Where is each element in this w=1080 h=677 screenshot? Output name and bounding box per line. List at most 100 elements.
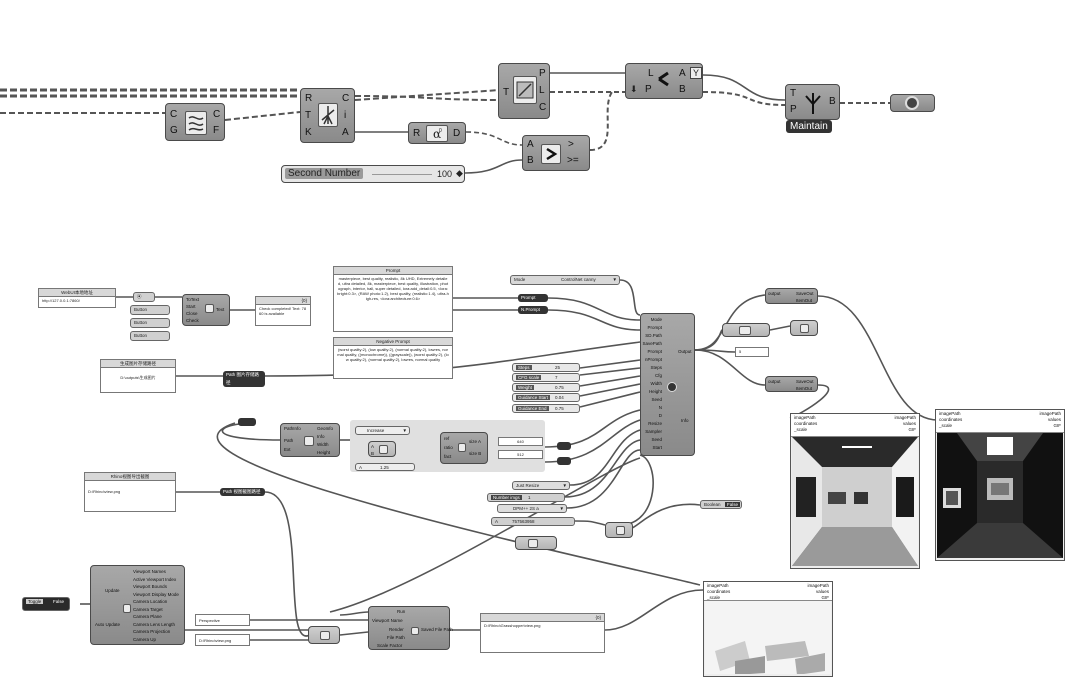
port-a[interactable]: A <box>527 139 534 150</box>
port[interactable]: ratio <box>444 445 453 450</box>
port[interactable]: Width <box>317 442 329 447</box>
port-l[interactable]: L <box>648 68 654 79</box>
port[interactable]: Close <box>186 311 198 316</box>
geometry-param[interactable] <box>890 94 935 112</box>
viewer-input-port[interactable]: imagePath <box>794 415 816 420</box>
perspective-panel[interactable]: Perspective <box>195 614 250 626</box>
port-t[interactable]: T <box>305 110 312 121</box>
input-port[interactable]: Resize <box>648 421 662 426</box>
multiply-component[interactable]: A B <box>368 441 396 457</box>
viewer-input-port[interactable]: _scale <box>939 423 953 428</box>
viewer-input-port[interactable]: _scale <box>707 595 721 600</box>
port[interactable]: Scale Factor <box>377 643 403 648</box>
output-port[interactable]: Viewport Bounds <box>133 584 167 589</box>
port-g-in[interactable]: G <box>170 125 178 136</box>
port-gte[interactable]: >= <box>567 155 579 166</box>
toggle[interactable]: Toggle False <box>22 597 70 611</box>
webui-checker-component[interactable]: ToText Start Close Check Text <box>182 294 230 326</box>
port[interactable]: output <box>768 291 781 296</box>
port[interactable]: Ext <box>284 447 291 452</box>
mode-dropdown[interactable]: Mode ControlNet canny ▼ <box>510 275 620 285</box>
port-gt[interactable]: > <box>568 139 574 150</box>
port[interactable]: Render <box>389 627 404 632</box>
input-port[interactable]: Seed <box>651 437 662 442</box>
rhino-path-param[interactable]: Path 视图截图路径 <box>220 488 265 496</box>
port-c-in[interactable]: C <box>170 109 178 120</box>
input-port[interactable]: D <box>658 413 662 418</box>
port[interactable]: ToText <box>186 297 200 302</box>
input-port[interactable]: Mode <box>650 317 662 322</box>
port-l[interactable]: L <box>539 85 545 96</box>
factor-slider[interactable]: A 1.25 <box>355 463 415 471</box>
size-component[interactable]: ref ratio fact size A size B <box>440 432 488 464</box>
port-a[interactable]: A <box>679 68 686 79</box>
port-c[interactable]: C <box>539 102 547 113</box>
seed-slider[interactable]: A 757563958 <box>491 517 575 526</box>
port[interactable]: Saved File Path <box>421 627 453 632</box>
viewer-input-port[interactable]: imagePath <box>939 411 961 416</box>
port[interactable]: fact <box>444 454 452 459</box>
input-port[interactable]: Sampler <box>645 429 662 434</box>
viewer-output-port[interactable]: GIF <box>821 595 830 600</box>
port[interactable]: ref <box>444 436 450 441</box>
tree-component[interactable]: T P B <box>785 84 840 120</box>
viewer-input-port[interactable]: coordinates <box>794 421 818 426</box>
input-port[interactable]: SavePath <box>642 341 662 346</box>
boolean-button[interactable]: Button <box>130 318 170 328</box>
resize-mode-dropdown[interactable]: Just Resize ▼ <box>512 481 570 490</box>
viewer-output-port[interactable]: values <box>1047 417 1061 422</box>
dropdown-arrow-icon[interactable]: ▼ <box>402 428 407 433</box>
port-r[interactable]: R <box>305 93 313 104</box>
port[interactable]: Viewport Name <box>372 618 403 623</box>
output-port[interactable]: Camera Projection <box>133 629 171 634</box>
boolean-toggle[interactable]: Boolean False <box>700 500 742 509</box>
viewer-output-port[interactable]: imagePath <box>1039 411 1061 416</box>
port-b[interactable]: B <box>679 84 686 95</box>
compare-component[interactable] <box>605 522 633 538</box>
prompt-panel[interactable]: Prompt masterpiece, best quality, realis… <box>333 266 453 332</box>
port[interactable]: SaveOut <box>796 291 814 296</box>
output-port[interactable]: Active Viewport Index <box>133 576 177 582</box>
input-port[interactable]: Start <box>652 445 662 450</box>
viewport-capture-component[interactable]: Run Viewport Name Render File Path Scale… <box>368 606 453 650</box>
dispatch-component[interactable]: L ⬇ P A B Y <box>625 63 703 99</box>
boolean-button[interactable]: Button <box>130 305 170 315</box>
relay-param[interactable] <box>557 442 571 450</box>
port-p[interactable]: P <box>790 104 797 115</box>
port[interactable]: output <box>768 379 781 384</box>
port[interactable]: Info <box>317 434 325 439</box>
port[interactable]: size B <box>469 451 482 456</box>
number-images-slider[interactable]: Number imgs 1 <box>487 493 565 502</box>
port-c-out[interactable]: C <box>213 109 221 120</box>
port-d[interactable]: D <box>453 128 461 139</box>
rhino-path-panel[interactable]: Rhino视图导出截图 D:\Rhino\view.png <box>84 472 176 512</box>
port[interactable]: Start <box>186 304 196 309</box>
input-port[interactable]: Height <box>648 389 662 394</box>
port-a[interactable]: A <box>342 127 349 138</box>
viewer-output-port[interactable]: GIF <box>1053 423 1062 428</box>
negative-prompt-param[interactable]: N.Prompt <box>518 306 548 314</box>
slider-track[interactable] <box>372 174 432 175</box>
output-port[interactable]: Camera Location <box>133 599 168 604</box>
port-p[interactable]: P <box>645 84 652 95</box>
concat-component[interactable] <box>308 626 340 644</box>
port[interactable]: ItemOut <box>796 386 813 391</box>
viewer-output-port[interactable]: values <box>902 421 916 426</box>
width-panel[interactable]: 640 <box>498 437 543 446</box>
viewer-input-port[interactable]: imagePath <box>707 583 729 588</box>
viewer-input-port[interactable]: _scale <box>794 427 808 432</box>
save-out-component[interactable]: output SaveOut ItemOut <box>765 288 818 304</box>
port-y[interactable]: Y <box>690 67 703 79</box>
slider-grip-icon[interactable]: ◆ <box>456 168 463 178</box>
input-port[interactable]: Cfg <box>654 373 662 378</box>
viewer-input-port[interactable]: coordinates <box>939 417 963 422</box>
port[interactable]: Text <box>216 307 225 312</box>
dropdown-arrow-icon[interactable]: ▼ <box>562 483 567 488</box>
